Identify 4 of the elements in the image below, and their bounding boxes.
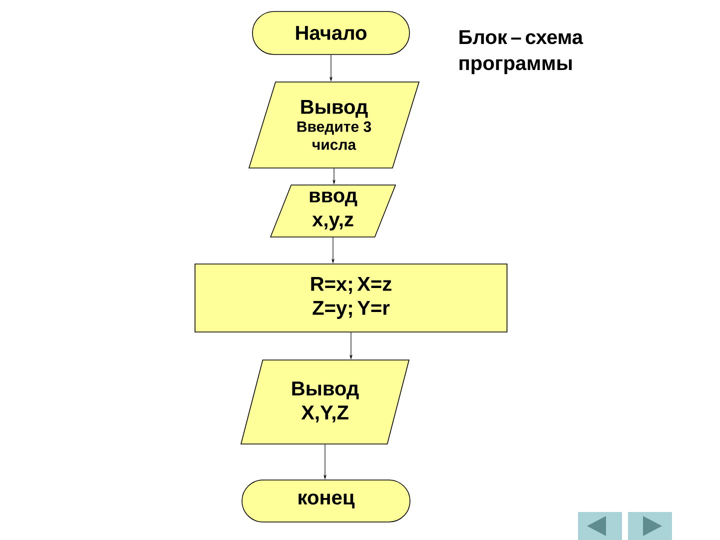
process-box: R=x; X=z Z=y; Y=r (194, 264, 508, 332)
terminator-box: Начало (252, 11, 410, 55)
terminator-box: конец (242, 480, 410, 522)
heading: Блок – схема программы (460, 30, 584, 74)
